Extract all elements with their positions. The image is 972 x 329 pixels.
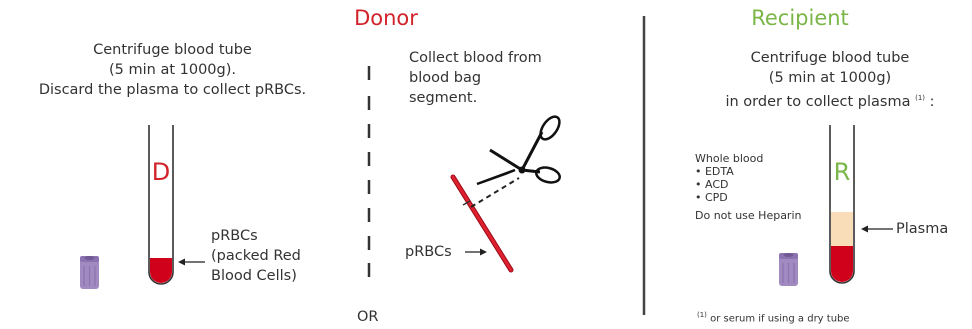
donor-tube-letter: D [146,158,176,186]
recipient-tube-cap-icon [779,253,798,286]
donor-prbc-label: pRBCs (packed Red Blood Cells) [211,226,301,286]
segment-prbc-label: pRBCs [405,242,452,262]
arrow-left-icon [861,226,893,233]
whole-blood-list: Whole blood • EDTA • ACD • CPD Do not us… [695,152,802,222]
anticoagulant-item: • EDTA [695,165,802,178]
anticoagulant-item: • CPD [695,191,802,204]
label-line: (packed Red [211,246,301,266]
scissors-icon [477,113,563,185]
anticoagulant-item: • ACD [695,178,802,191]
or-label: OR [357,307,379,327]
whole-blood-label: Whole blood [695,152,802,165]
donor-blood-tube-icon [149,125,173,284]
heparin-warning: Do not use Heparin [695,209,802,222]
plasma-label: Plasma [896,219,948,239]
recipient-blood-tube-icon [830,125,854,283]
arrow-left-icon [178,259,205,266]
label-line: Blood Cells) [211,266,301,286]
blood-segment-icon [453,177,511,270]
arrow-right-icon [465,249,487,256]
footnote-mark: (1) [697,311,707,319]
footnote: (1) or serum if using a dry tube [697,311,850,324]
label-line: pRBCs [211,226,301,246]
recipient-tube-letter: R [827,158,857,186]
footnote-text: or serum if using a dry tube [707,313,850,324]
donor-tube-cap-icon [80,256,99,289]
